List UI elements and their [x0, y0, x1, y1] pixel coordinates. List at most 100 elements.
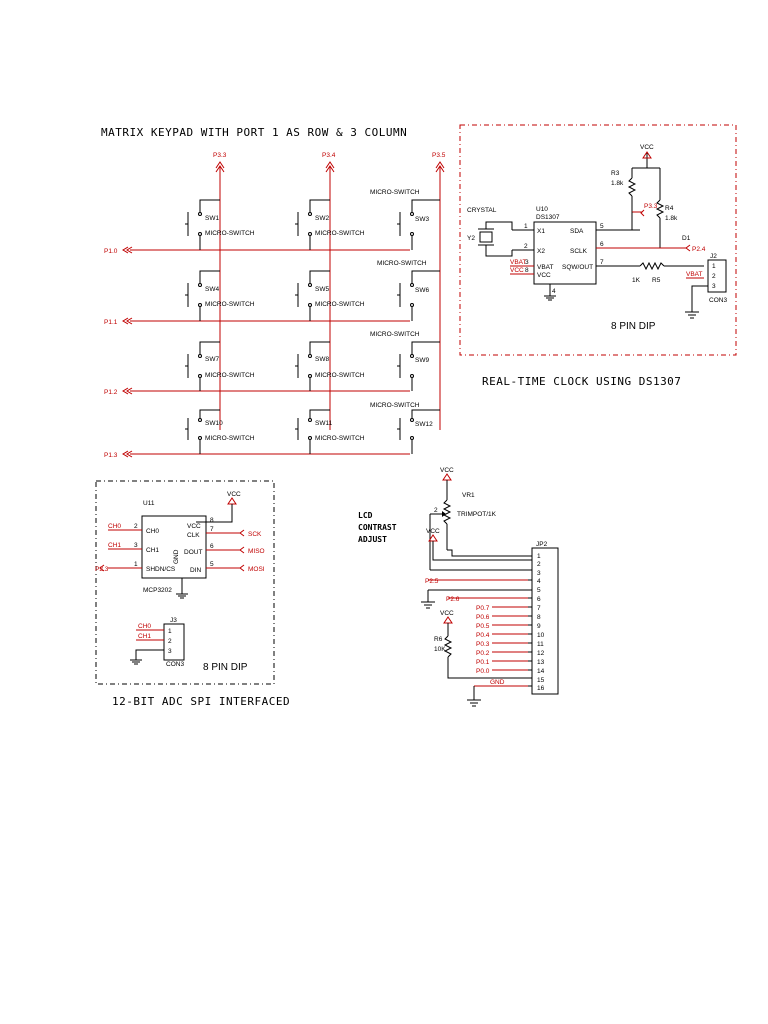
switch-type: MICRO-SWITCH: [370, 189, 420, 196]
vr1-name: TRIMPOT/1K: [457, 511, 497, 518]
j2-ref: J2: [710, 253, 717, 260]
jp2-pin: 9: [537, 623, 541, 630]
u10-pinnum-4: 4: [552, 288, 556, 295]
adc-net-ch1: CH1: [108, 542, 121, 549]
row-arrows: [122, 246, 133, 458]
u10-pinnum-8: 8: [525, 267, 529, 274]
d1-ref: D1: [682, 235, 691, 242]
ic-u11: [141, 515, 207, 579]
rtc-vbat-net-2: VBAT: [686, 271, 703, 278]
u11-pinnum-5: 5: [210, 561, 214, 568]
j3-pin-2: 2: [168, 638, 172, 645]
switch-type: MICRO-SWITCH: [205, 230, 255, 237]
row-label-2: P1.1: [104, 319, 118, 326]
u11-pin-din: DIN: [190, 567, 202, 574]
r4-value: 1.8k: [665, 215, 678, 222]
jp2-pin-stubs: [528, 555, 532, 687]
jp2-pin: 7: [537, 605, 541, 612]
switch-ref: SW7: [205, 356, 219, 363]
lcd-net-p06: P0.6: [476, 614, 490, 621]
column-label-1: P3.3: [213, 152, 227, 159]
resistor-r3: [627, 177, 637, 197]
switch-type: MICRO-SWITCH: [205, 435, 255, 442]
switch-sw2: SW2 MICRO-SWITCH: [295, 199, 365, 250]
j3-pin-1: 1: [168, 628, 172, 635]
adc-footer: 8 PIN DIP: [203, 662, 248, 673]
jp2-pin: 6: [537, 596, 541, 603]
vr1-ref: VR1: [462, 492, 475, 499]
u11-pinnum-1: 1: [134, 561, 138, 568]
jp2-ref: JP2: [536, 541, 548, 548]
j2-gnd-symbol: [685, 311, 699, 319]
lcd-net-p00: P0.0: [476, 668, 490, 675]
switch-type: MICRO-SWITCH: [205, 372, 255, 379]
u11-pinnum-6: 6: [210, 543, 214, 550]
switch-type: MICRO-SWITCH: [315, 372, 365, 379]
row-label-3: P1.2: [104, 389, 118, 396]
u11-pin-gnd: GND: [173, 549, 180, 564]
j3-gnd-symbol: [130, 659, 142, 665]
u11-pin-ch1: CH1: [146, 547, 159, 554]
jp2-pin: 10: [537, 632, 545, 639]
switch-sw5: SW5 MICRO-SWITCH: [295, 270, 365, 321]
jp2-pin: 5: [537, 587, 541, 594]
jp2-pin: 11: [537, 641, 544, 648]
rtc-section: VCC R3 1.8k R4 1.8k P3.3 U10 DS1307 X1 X…: [459, 124, 737, 388]
lcd-gnd-symbol-1: [421, 601, 435, 609]
u11-pin-shdn: SHDN/CS: [146, 566, 176, 573]
j2-name: CON3: [709, 297, 727, 304]
lcd-net-p05: P0.5: [476, 623, 490, 630]
adc-net-sck: SCK: [248, 531, 262, 538]
u11-pinnum-7: 7: [210, 526, 214, 533]
rtc-vcc-net: VCC: [510, 267, 524, 274]
crystal-label: CRYSTAL: [467, 207, 497, 214]
switch-type: MICRO-SWITCH: [315, 301, 365, 308]
switch-sw8: SW8 MICRO-SWITCH: [295, 341, 365, 391]
connector-j3: [163, 623, 185, 661]
lcd-net-p26: P2.6: [446, 596, 460, 603]
u10-pin-vcc: VCC: [537, 272, 551, 279]
switch-type: MICRO-SWITCH: [370, 331, 420, 338]
u10-pin-sclk: SCLK: [570, 248, 588, 255]
j2-pin-3: 3: [712, 283, 716, 290]
row-label-1: P1.0: [104, 248, 118, 255]
rtc-vcc-label: VCC: [640, 144, 654, 151]
jp2-pin: 4: [537, 578, 541, 585]
lcd-net-p04: P0.4: [476, 632, 490, 639]
lcd-net-p01: P0.1: [476, 659, 490, 666]
vr1-pin: 2: [434, 507, 438, 514]
switch-sw3: SW3 MICRO-SWITCH: [370, 189, 440, 250]
adc-net-p23: P2.3: [95, 566, 109, 573]
j3-net-ch1: CH1: [138, 633, 151, 640]
u10-pinnum-6: 6: [600, 241, 604, 248]
crystal-ref: Y2: [467, 235, 475, 242]
switch-sw1: SW1 MICRO-SWITCH: [185, 199, 255, 250]
u11-pin-clk: CLK: [187, 532, 200, 539]
ic-u10: [533, 221, 597, 285]
u11-pinnum-3: 3: [134, 542, 138, 549]
switch-sw11: SW11 MICRO-SWITCH: [295, 409, 365, 454]
u10-pin-x2: X2: [537, 248, 545, 255]
switch-type: MICRO-SWITCH: [315, 230, 365, 237]
u10-pinnum-5: 5: [600, 223, 604, 230]
u10-pinnum-7: 7: [600, 259, 604, 266]
switch-sw12: SW12 MICRO-SWITCH: [370, 402, 440, 454]
switch-ref: SW1: [205, 215, 219, 222]
switch-ref: SW4: [205, 286, 219, 293]
switch-type: MICRO-SWITCH: [377, 260, 427, 267]
r5-value: 1K: [632, 277, 641, 284]
rtc-gnd-symbol: [544, 295, 556, 301]
adc-border: [95, 480, 275, 685]
r5-ref: R5: [652, 277, 661, 284]
adc-vcc-label: VCC: [227, 491, 241, 498]
switch-sw9: SW9 MICRO-SWITCH: [370, 331, 440, 391]
u10-pin-sda: SDA: [570, 228, 584, 235]
jp2-pin: 3: [537, 570, 541, 577]
lcd-title-3: ADJUST: [358, 535, 387, 544]
u10-pinnum-2: 2: [524, 243, 528, 250]
rtc-border: [459, 124, 737, 356]
lcd-title-1: LCD: [358, 511, 373, 520]
connector-jp2: [531, 547, 559, 695]
trimpot-vr1: [442, 499, 452, 525]
